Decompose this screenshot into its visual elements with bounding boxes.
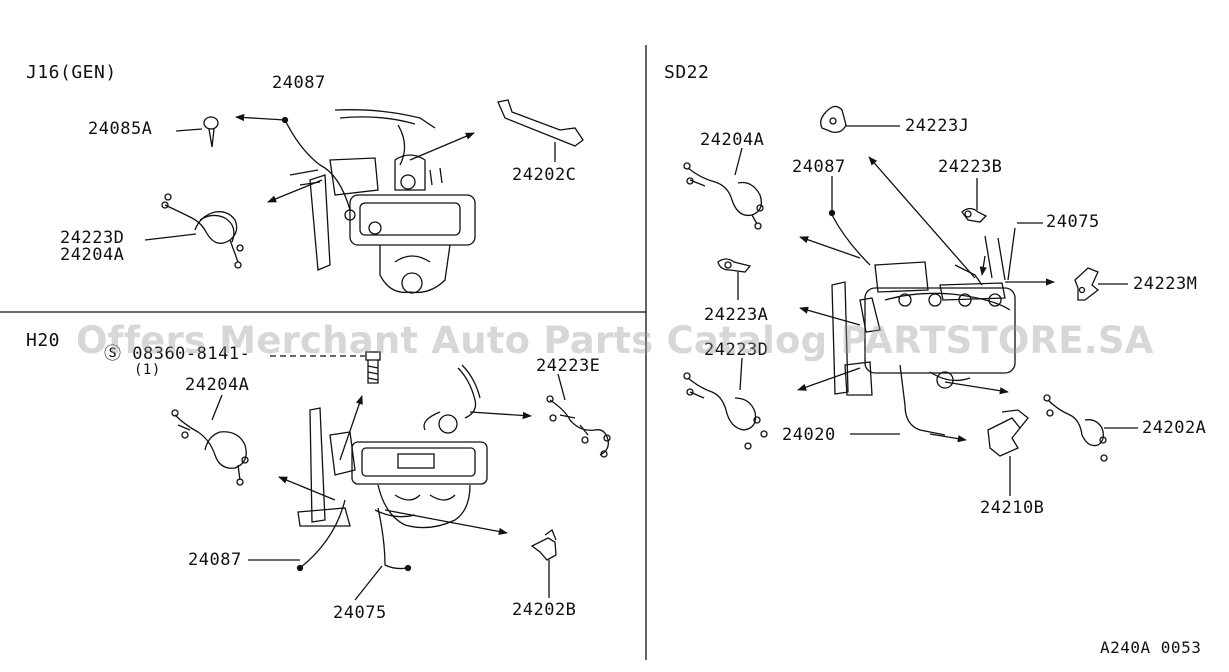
part-label-24202a: 24202A	[1142, 418, 1207, 438]
part-label-24223j: 24223J	[905, 116, 970, 136]
bracket-24202c-icon	[497, 99, 584, 162]
sd22-arrow-left-mid	[799, 306, 861, 326]
j16-arrow-down	[267, 179, 323, 203]
diagram-code: A240A 0053	[1100, 638, 1202, 657]
section-title-sd22: SD22	[664, 62, 710, 83]
part-label-24223d-j16: 24223D	[60, 228, 125, 248]
part-label-24204a-j16: 24204A	[60, 245, 125, 265]
clip-24202b-icon	[530, 528, 557, 561]
clip-24085a-icon	[203, 116, 219, 148]
part-label-24087-h20: 24087	[188, 550, 242, 570]
harness-24204a-sd22-icon	[683, 162, 764, 230]
part-label-screw-qty: (1)	[134, 362, 161, 378]
part-label-24204a-h20: 24204A	[185, 375, 250, 395]
h20-engine	[296, 364, 488, 572]
sd22-arrow-small	[979, 255, 987, 276]
sd22-arrow-bottom	[929, 433, 967, 443]
harness-24223e-icon	[546, 395, 611, 458]
clip-24210b-icon	[987, 409, 1029, 457]
j16-engine	[281, 109, 476, 294]
sd22-engine	[828, 209, 1016, 436]
h20-arrow-left	[278, 476, 336, 501]
part-label-24202b: 24202B	[512, 600, 577, 620]
clip-24223j-icon	[820, 105, 847, 133]
part-label-24085a: 24085A	[88, 119, 153, 139]
section-title-j16: J16(GEN)	[26, 62, 117, 83]
bracket-24223m-icon	[1074, 267, 1100, 301]
part-label-24087-j16: 24087	[272, 73, 326, 93]
part-label-screw-ref: Ⓢ 08360-8141-	[104, 344, 251, 364]
sd22-arrow-up-left	[868, 156, 976, 279]
harness-24204a-h20-icon	[171, 409, 249, 486]
sd22-arrow-right-low	[944, 381, 1009, 395]
part-label-24210b: 24210B	[980, 498, 1045, 518]
clip-24223a-icon	[717, 258, 752, 273]
clip-24223b-icon	[961, 207, 988, 223]
j16-arrow-left	[235, 113, 286, 122]
part-label-24204a-sd22: 24204A	[700, 130, 765, 150]
part-label-24223b: 24223B	[938, 157, 1003, 177]
part-label-24223e: 24223E	[536, 356, 601, 376]
h20-arrow-right-bottom	[384, 509, 508, 536]
harness-24204a-j16-icon	[161, 193, 244, 269]
part-label-24075-sd22: 24075	[1046, 212, 1100, 232]
bolt-icon	[365, 351, 381, 384]
part-label-24075-h20: 24075	[333, 603, 387, 623]
part-label-24223d-sd22: 24223D	[704, 340, 769, 360]
h20-arrow-up	[339, 395, 363, 461]
sd22-arrow-left-low	[797, 367, 861, 391]
h20-arrow-right-top	[469, 411, 532, 420]
sd22-arrow-left	[799, 236, 861, 259]
section-title-h20: H20	[26, 330, 61, 351]
part-label-24223m: 24223M	[1133, 274, 1198, 294]
part-label-24202c: 24202C	[512, 165, 577, 185]
j16-arrow-right	[409, 132, 475, 161]
harness-24202a-icon	[1043, 394, 1108, 462]
part-label-24087-sd22: 24087	[792, 157, 846, 177]
part-label-24020: 24020	[782, 425, 836, 445]
part-label-24223a: 24223A	[704, 305, 769, 325]
harness-24223d-icon	[683, 372, 768, 450]
